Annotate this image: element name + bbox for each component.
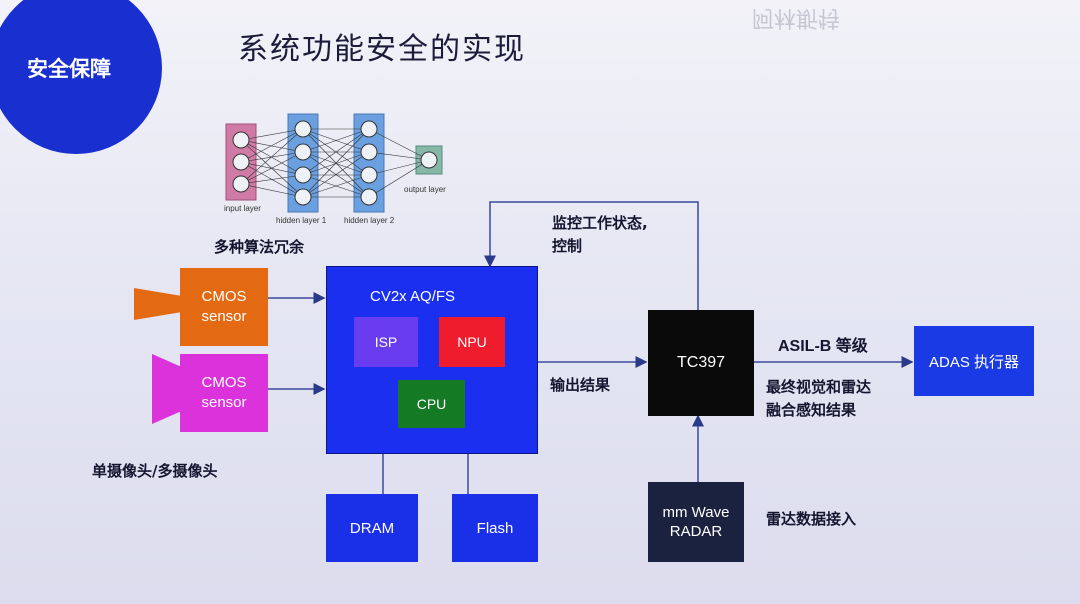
adas-actuator-block: ADAS 执行器	[914, 326, 1034, 396]
asil-level-label: ASIL-B 等级	[778, 338, 868, 355]
monitor-control-line1: 监控工作状态,	[552, 214, 648, 232]
nn-nodes	[232, 120, 438, 206]
camera-lens-1-icon	[134, 288, 182, 320]
nn-hidden2-label: hidden layer 2	[344, 216, 395, 225]
slide-title: 系统功能安全的实现	[238, 32, 526, 67]
fusion-result-line1: 最终视觉和雷达	[766, 378, 872, 396]
nn-edges	[240, 128, 430, 198]
arrow-tc397-feedback-to-soc	[484, 201, 699, 310]
radar-line1: mm Wave	[662, 504, 730, 521]
algorithm-redundancy-label: 多种算法冗余	[214, 238, 305, 256]
output-result-label: 输出结果	[550, 376, 611, 394]
tc397-block: TC397	[648, 310, 754, 416]
camera-modes-label: 单摄像头/多摄像头	[92, 462, 218, 480]
radar-line2: RADAR	[669, 523, 723, 540]
section-badge: 安全保障	[0, 0, 162, 154]
nn-output-label: output layer	[404, 185, 446, 194]
cmos-sensor-2-line1: CMOS	[201, 374, 247, 391]
monitor-control-line2: 控制	[552, 237, 583, 255]
cmos-sensor-1-line1: CMOS	[201, 288, 247, 305]
cmos-sensor-1-line2: sensor	[201, 308, 247, 325]
cmos-sensor-2-line2: sensor	[201, 394, 247, 411]
watermark: 阿林斯特	[752, 5, 841, 30]
section-badge-label: 安全保障	[27, 57, 111, 81]
soc-title: CV2x AQ/FS	[370, 288, 456, 305]
npu-block: NPU	[439, 317, 505, 367]
nn-input-label: input layer	[224, 204, 261, 213]
radar-input-label: 雷达数据接入	[766, 510, 857, 528]
nn-hidden1-label: hidden layer 1	[276, 216, 327, 225]
dram-block: DRAM	[326, 494, 418, 562]
mmwave-radar-block: mm Wave RADAR	[648, 482, 744, 562]
flash-block: Flash	[452, 494, 538, 562]
cmos-sensor-1: CMOS sensor	[180, 268, 268, 346]
neural-network-diagram	[225, 113, 443, 213]
cpu-block: CPU	[398, 380, 465, 428]
isp-block: ISP	[354, 317, 418, 367]
cmos-sensor-2: CMOS sensor	[180, 354, 268, 432]
camera-lens-2-icon	[152, 354, 184, 424]
fusion-result-line2: 融合感知结果	[766, 401, 857, 419]
